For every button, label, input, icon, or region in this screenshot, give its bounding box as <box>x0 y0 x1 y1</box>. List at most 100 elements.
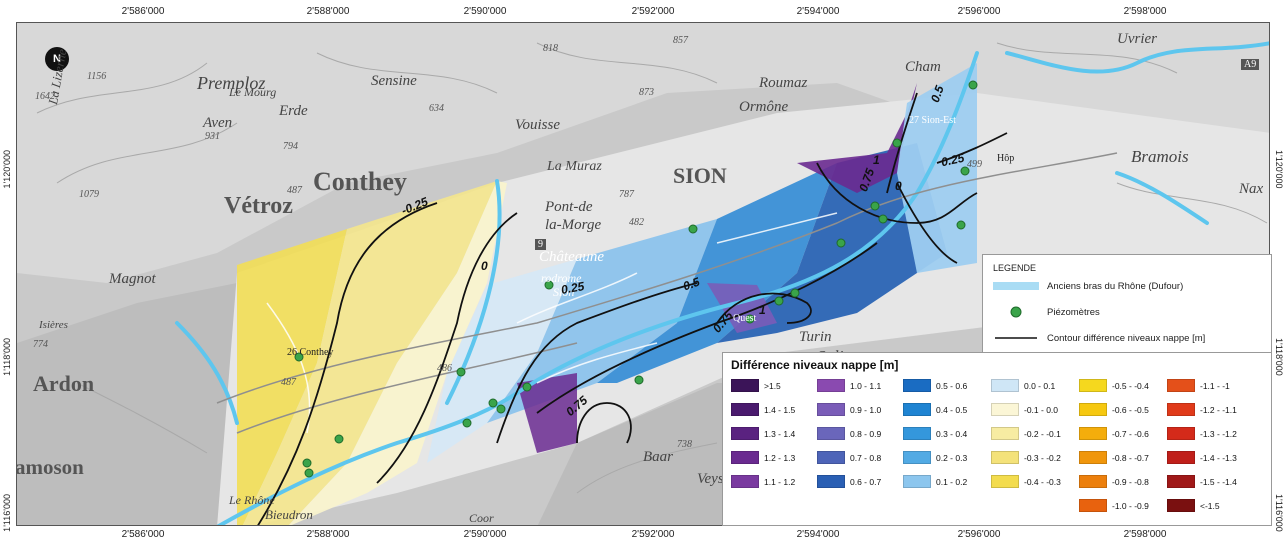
scale-bin: 0.9 - 1.0 <box>817 403 881 416</box>
scale-label: -0.7 - -0.6 <box>1112 428 1149 439</box>
route-shield: 9 <box>535 239 546 250</box>
scale-swatch <box>1079 475 1107 488</box>
old-river-channel <box>1115 171 1209 225</box>
contour-label: 1 <box>873 153 880 167</box>
right-coord-tick: 1'120'000 <box>1274 150 1284 189</box>
scale-bin: -1.4 - -1.3 <box>1167 451 1237 464</box>
elevation-label: 487 <box>281 377 296 388</box>
scale-swatch <box>1167 499 1195 512</box>
place-label: Magnot <box>109 271 156 287</box>
scale-label: 1.1 - 1.2 <box>764 476 796 487</box>
scale-bin: -0.8 - -0.7 <box>1079 451 1149 464</box>
motorway-exit-label: 27 Sion-Est <box>909 115 956 126</box>
scale-swatch <box>991 403 1019 416</box>
contour-line <box>896 182 958 264</box>
scale-bin: 0.2 - 0.3 <box>903 451 967 464</box>
place-label: Aven <box>203 115 233 131</box>
piezometer-point <box>488 398 498 408</box>
scale-label: 1.4 - 1.5 <box>764 404 796 415</box>
bottom-coord-tick: 2'592'000 <box>631 529 675 540</box>
relief-line <box>316 52 498 94</box>
scale-swatch <box>1167 403 1195 416</box>
piezometer-point <box>634 375 644 385</box>
scale-swatch <box>731 451 759 464</box>
piezometer-point <box>456 367 466 377</box>
place-label: Le Rhône <box>229 493 275 507</box>
scale-label: 0.6 - 0.7 <box>850 476 882 487</box>
scale-swatch <box>1167 427 1195 440</box>
place-label: amoson <box>16 455 84 479</box>
road <box>216 152 1118 404</box>
map-canvas[interactable]: N Le Mourg Premploz Sensine Roumaz Ormôn… <box>16 22 1270 526</box>
scale-label: 0.5 - 0.6 <box>936 380 968 391</box>
scale-bin: 0.7 - 0.8 <box>817 451 881 464</box>
place-label: Ormône <box>739 99 789 115</box>
elevation-label: 794 <box>283 141 298 152</box>
contour-line <box>496 282 698 444</box>
hillshade-dark <box>537 383 739 525</box>
scale-label: -0.9 - -0.8 <box>1112 476 1149 487</box>
contour-line <box>536 242 878 414</box>
scale-swatch <box>817 451 845 464</box>
elevation-label: 931 <box>205 131 220 142</box>
contour-line <box>257 202 438 525</box>
legend-item-piezometers: Piézomètres <box>993 305 1100 319</box>
top-coord-tick: 2'588'000 <box>306 6 350 17</box>
zone-purple <box>517 373 577 453</box>
right-coord-tick: 1'116'000 <box>1274 494 1284 532</box>
elevation-label: 873 <box>639 87 654 98</box>
place-label: Conthey <box>313 167 407 196</box>
scale-label: -1.3 - -1.2 <box>1200 428 1237 439</box>
legend-item-label: Piézomètres <box>1047 306 1100 318</box>
top-coord-tick: 2'590'000 <box>463 6 507 17</box>
scale-swatch <box>817 379 845 392</box>
bottom-coord-tick: 2'596'000 <box>957 529 1001 540</box>
scale-swatch <box>1167 379 1195 392</box>
scale-bin: 1.3 - 1.4 <box>731 427 795 440</box>
legend-item-contour: Contour différence niveaux nappe [m] <box>993 331 1205 345</box>
scale-label: -1.0 - -0.9 <box>1112 500 1149 511</box>
place-label: Le Mourg <box>229 85 277 99</box>
place-label: Bramois <box>1131 147 1189 166</box>
scale-swatch <box>731 379 759 392</box>
scale-swatch <box>817 427 845 440</box>
scale-label: 0.7 - 0.8 <box>850 452 882 463</box>
scale-bin: -0.5 - -0.4 <box>1079 379 1149 392</box>
piezometer-point <box>968 80 978 90</box>
place-label: Sensine <box>371 73 417 89</box>
river-band-icon <box>993 279 1039 293</box>
scale-bin: -1.1 - -1 <box>1167 379 1230 392</box>
contour-line <box>936 132 1008 164</box>
scale-swatch <box>1167 475 1195 488</box>
scale-label: 1.0 - 1.1 <box>850 380 882 391</box>
scale-bin: 0.0 - 0.1 <box>991 379 1055 392</box>
relief-line <box>996 42 1178 74</box>
scale-label: 0.2 - 0.3 <box>936 452 968 463</box>
relief-line <box>536 42 718 84</box>
left-coord-tick: 1'116'000 <box>2 494 12 532</box>
scale-swatch <box>903 475 931 488</box>
scale-swatch <box>1079 379 1107 392</box>
road <box>236 342 578 434</box>
scale-label: -0.2 - -0.1 <box>1024 428 1061 439</box>
legend-item-label: Contour différence niveaux nappe [m] <box>1047 332 1206 344</box>
zone-blue <box>597 163 837 383</box>
scale-label: 0.0 - 0.1 <box>1024 380 1056 391</box>
old-river-channel <box>175 321 239 425</box>
scale-label: -1.5 - -1.4 <box>1200 476 1237 487</box>
scale-bin: 1.1 - 1.2 <box>731 475 795 488</box>
contour-line <box>716 292 812 324</box>
piezometer-point <box>870 201 880 211</box>
contour-label: 0 <box>895 179 902 193</box>
place-label: Vétroz <box>224 193 293 219</box>
piezometer-point <box>960 166 970 176</box>
piezometer-point <box>956 220 966 230</box>
place-label: Ardon <box>33 371 95 396</box>
scale-bin: 0.5 - 0.6 <box>903 379 967 392</box>
piezometer-point <box>294 352 304 362</box>
scale-bin: <-1.5 <box>1167 499 1220 512</box>
place-label: Pont-de <box>545 199 593 215</box>
elevation-label: 738 <box>677 439 692 450</box>
elevation-label: 857 <box>673 35 688 46</box>
